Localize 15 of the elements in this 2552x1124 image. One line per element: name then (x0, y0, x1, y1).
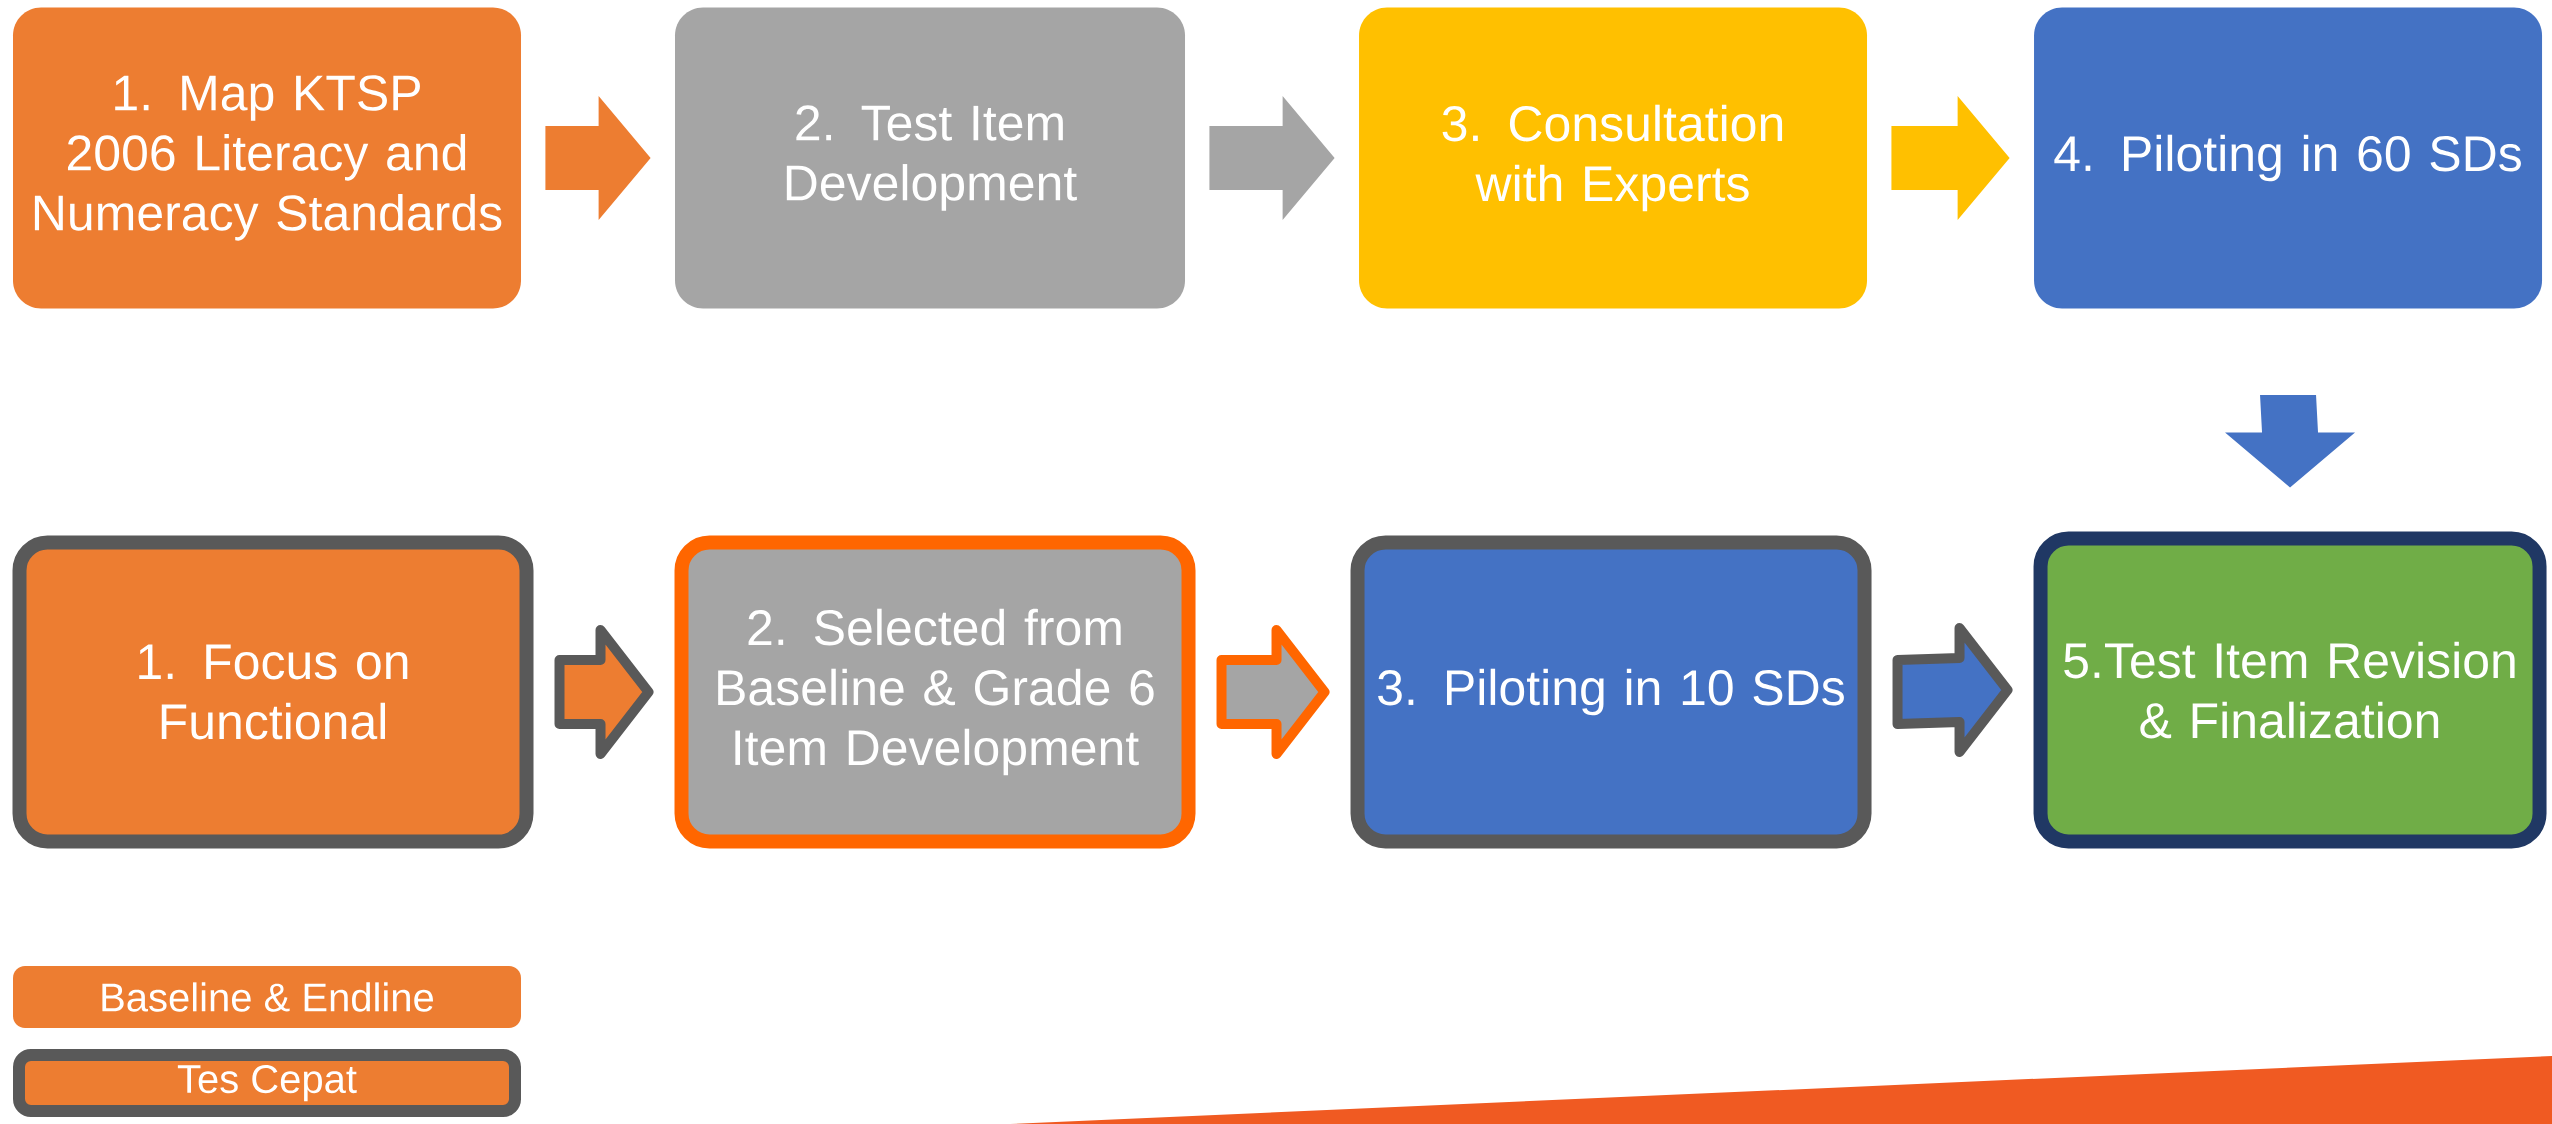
block-arrow (1891, 96, 2010, 220)
block-arrow (1209, 96, 1335, 220)
block-arrow (554, 625, 654, 759)
process-box: 1. Focus on Functional (12, 535, 534, 849)
block-arrow (1892, 623, 2013, 757)
process-box: 2. Selected from Baseline & Grade 6 Item Development (674, 535, 1196, 849)
process-box: 5.Test Item Revision & Finalization (2033, 531, 2547, 849)
block-arrow (2225, 394, 2356, 488)
process-box: 4. Piloting in 60 SDs (2034, 7, 2543, 309)
process-box: 2. Test Item Development (675, 7, 1185, 309)
process-box: 3. Consultation with Experts (1359, 7, 1868, 309)
block-arrow (1216, 625, 1330, 759)
block-arrow (545, 96, 651, 220)
process-box: 1. Map KTSP 2006 Literacy and Numeracy Standards (13, 7, 521, 309)
process-box: 3. Piloting in 10 SDs (1350, 535, 1872, 849)
